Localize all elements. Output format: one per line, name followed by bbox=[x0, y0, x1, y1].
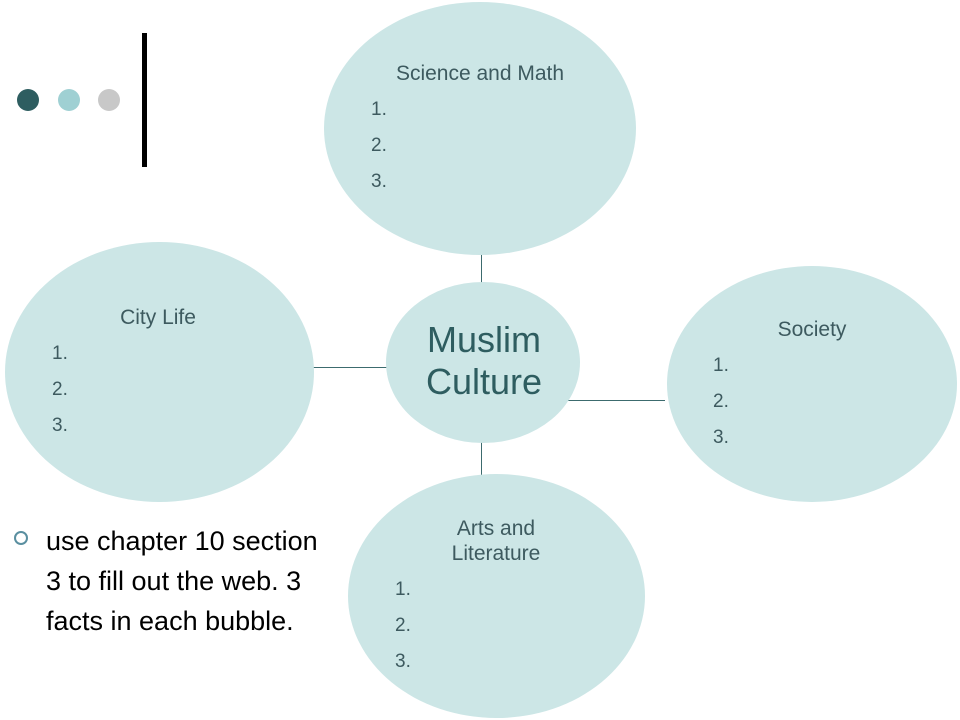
list-item: 1. bbox=[395, 579, 411, 600]
decor-dot-dark bbox=[17, 89, 39, 111]
bubble-city-list: 1. 2. 3. bbox=[52, 336, 68, 444]
bubble-science-list: 1. 2. 3. bbox=[371, 92, 387, 200]
decor-dot-light bbox=[58, 89, 80, 111]
bullet-ring-icon bbox=[14, 531, 28, 545]
center-title: Muslim Culture bbox=[396, 319, 572, 403]
connector-top bbox=[481, 232, 482, 296]
connector-bottom bbox=[481, 425, 482, 495]
connector-right bbox=[561, 400, 665, 401]
bubble-arts-list: 1. 2. 3. bbox=[395, 572, 411, 680]
bubble-city-life bbox=[5, 242, 314, 502]
list-item: 1. bbox=[52, 343, 68, 364]
center-title-line1: Muslim bbox=[427, 319, 541, 360]
list-item: 3. bbox=[713, 427, 729, 448]
bubble-center bbox=[386, 282, 580, 443]
instructions-text: use chapter 10 section 3 to fill out the… bbox=[46, 526, 318, 636]
decor-vertical-bar bbox=[142, 33, 147, 167]
list-item: 2. bbox=[52, 379, 68, 400]
bubble-arts-title-line2: Literature bbox=[451, 542, 541, 565]
bubble-science-and-math bbox=[324, 2, 636, 255]
list-item: 1. bbox=[371, 99, 387, 120]
bubble-city-title: City Life bbox=[120, 306, 196, 329]
list-item: 3. bbox=[52, 415, 68, 436]
list-item: 1. bbox=[713, 355, 729, 376]
decor-dot-grey bbox=[98, 89, 120, 111]
list-item: 3. bbox=[371, 171, 387, 192]
connector-left bbox=[288, 367, 392, 368]
bubble-arts-title-line1: Arts and bbox=[456, 517, 536, 540]
bubble-arts-title: Arts and Literature bbox=[416, 516, 576, 566]
bubble-society-list: 1. 2. 3. bbox=[713, 348, 729, 456]
bubble-science-title: Science and Math bbox=[395, 62, 565, 85]
list-item: 3. bbox=[395, 651, 411, 672]
list-item: 2. bbox=[395, 615, 411, 636]
bubble-arts-and-literature bbox=[348, 474, 645, 718]
center-title-line2: Culture bbox=[425, 361, 543, 402]
list-item: 2. bbox=[371, 135, 387, 156]
list-item: 2. bbox=[713, 391, 729, 412]
bubble-society-title: Society bbox=[777, 318, 847, 341]
bubble-society bbox=[667, 266, 957, 502]
